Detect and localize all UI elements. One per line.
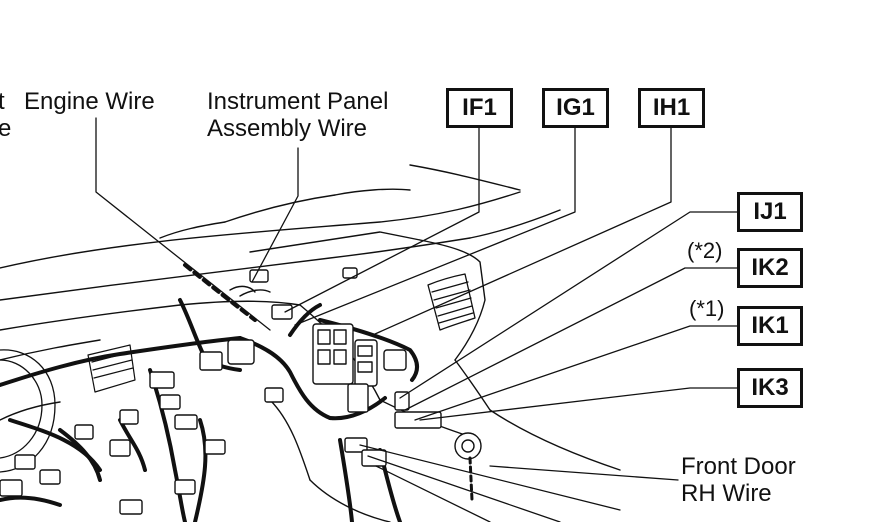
leader-lines [95, 117, 738, 522]
instrument-gauges [0, 349, 56, 473]
connector-if1: IF1 [446, 88, 513, 128]
cut-label-bottom: e [0, 115, 12, 142]
connector-ik2: IK2 [737, 248, 803, 288]
engine-wire-dashed [183, 263, 257, 322]
instrument-panel-wire-label-line1: Instrument Panel [207, 88, 389, 115]
air-vent-right [427, 273, 476, 331]
connector-ig1: IG1 [542, 88, 609, 128]
connector-ih1: IH1 [638, 88, 705, 128]
connector-ij1: IJ1 [737, 192, 803, 232]
dashboard-outline [0, 164, 621, 522]
note-ik1: (*1) [689, 296, 725, 321]
engine-wire-label: Engine Wire [24, 88, 155, 115]
note-ik2: (*2) [687, 238, 723, 263]
wire-harness [0, 298, 419, 522]
connector-ik1: IK1 [737, 306, 803, 346]
door-grommet [454, 432, 482, 502]
connector-ik3: IK3 [737, 368, 803, 408]
cut-label-top: t [0, 88, 5, 115]
front-door-rh-wire-label-line2: RH Wire [681, 480, 772, 507]
front-door-rh-wire-label-line1: Front Door [681, 453, 796, 480]
instrument-panel-wire-label-line2: Assembly Wire [207, 115, 368, 142]
